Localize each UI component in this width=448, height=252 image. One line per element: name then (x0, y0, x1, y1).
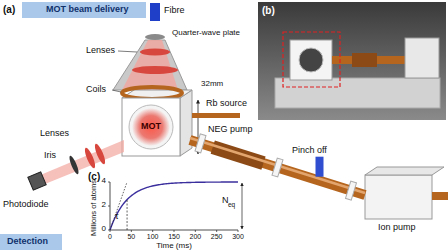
neg-pump (213, 147, 264, 163)
leader-line (112, 90, 121, 92)
flange (345, 181, 356, 200)
part-name: Lenses (86, 46, 115, 56)
lens (132, 66, 178, 74)
copper-tube (190, 140, 365, 195)
symbol: τ (115, 212, 119, 222)
part-name: Ion pump (378, 223, 416, 233)
tick-label: 150 (168, 233, 180, 241)
tube (432, 192, 448, 200)
tick (152, 230, 153, 232)
coil (122, 87, 182, 99)
tick (174, 230, 175, 232)
lens (83, 147, 97, 170)
part-name: Lenses (40, 129, 69, 139)
part-name: Photodiode (3, 200, 49, 210)
leader-line (118, 51, 137, 52)
neg-pump (352, 53, 377, 67)
part-name: Pinch off (292, 146, 327, 156)
tau-marker (127, 200, 128, 230)
tick-label: 200 (189, 233, 201, 241)
iris (68, 155, 80, 175)
tick-label: 2 (102, 201, 106, 210)
tube-highlight (190, 138, 365, 193)
part-name: Rb source (206, 99, 247, 109)
tick-label: 0 (102, 225, 106, 234)
loading-curve (110, 182, 238, 230)
axis-title: Time (ms) (156, 242, 192, 251)
neq-arrow (242, 183, 243, 229)
dimension: 32mm (201, 80, 223, 89)
pinch-off (316, 157, 324, 177)
tick (131, 230, 132, 232)
tick (108, 206, 110, 207)
lens (140, 49, 170, 56)
tick (108, 182, 110, 183)
window (129, 105, 173, 149)
axis-title: Millions of atoms (90, 180, 98, 236)
flange (272, 158, 283, 177)
chart-panel (85, 170, 247, 252)
tick-label: 50 (127, 233, 135, 241)
symbol: N (222, 196, 229, 206)
part-name: Iris (44, 151, 56, 161)
tick-label: 0 (108, 233, 112, 241)
highlight-box (283, 32, 340, 87)
beam (122, 40, 178, 90)
section-title: Detection (7, 237, 48, 247)
banner (0, 234, 62, 250)
section-title: MOT beam delivery (46, 5, 129, 15)
mot-cloud (132, 108, 170, 146)
part-name: Coils (86, 85, 106, 95)
optics-cone (113, 40, 187, 90)
initial-slope (110, 182, 127, 230)
part-name: NEG pump (208, 125, 253, 135)
cube-face (122, 98, 180, 156)
tick-label: 4 (102, 177, 106, 186)
part-name: MOT (141, 122, 161, 132)
symbol: eq (228, 201, 235, 208)
cube-side (180, 90, 192, 156)
rb-pipe (192, 113, 240, 118)
tick-label: 250 (211, 233, 223, 241)
waveplate (145, 34, 165, 40)
flange (195, 134, 206, 153)
cube (290, 40, 332, 80)
part-name: Quarter-wave plate (172, 29, 240, 38)
ion-pump-body (365, 175, 432, 219)
tick-label: 300 (232, 233, 244, 241)
ion-pump (405, 38, 439, 78)
bench (275, 78, 440, 108)
photodiode-symbol (28, 172, 46, 190)
tick (216, 230, 217, 232)
photo (258, 2, 446, 120)
axes (110, 182, 238, 230)
part-name: Fibre (164, 6, 185, 16)
lens (93, 143, 107, 166)
tick (195, 230, 196, 232)
panel-label: (b) (262, 5, 275, 16)
tick-label: 100 (147, 233, 159, 241)
ion-pump-top (365, 167, 444, 175)
tick (238, 230, 239, 232)
panel-label: (a) (3, 4, 15, 15)
fibre-connector (150, 3, 160, 21)
banner (22, 2, 146, 18)
window (299, 48, 323, 72)
